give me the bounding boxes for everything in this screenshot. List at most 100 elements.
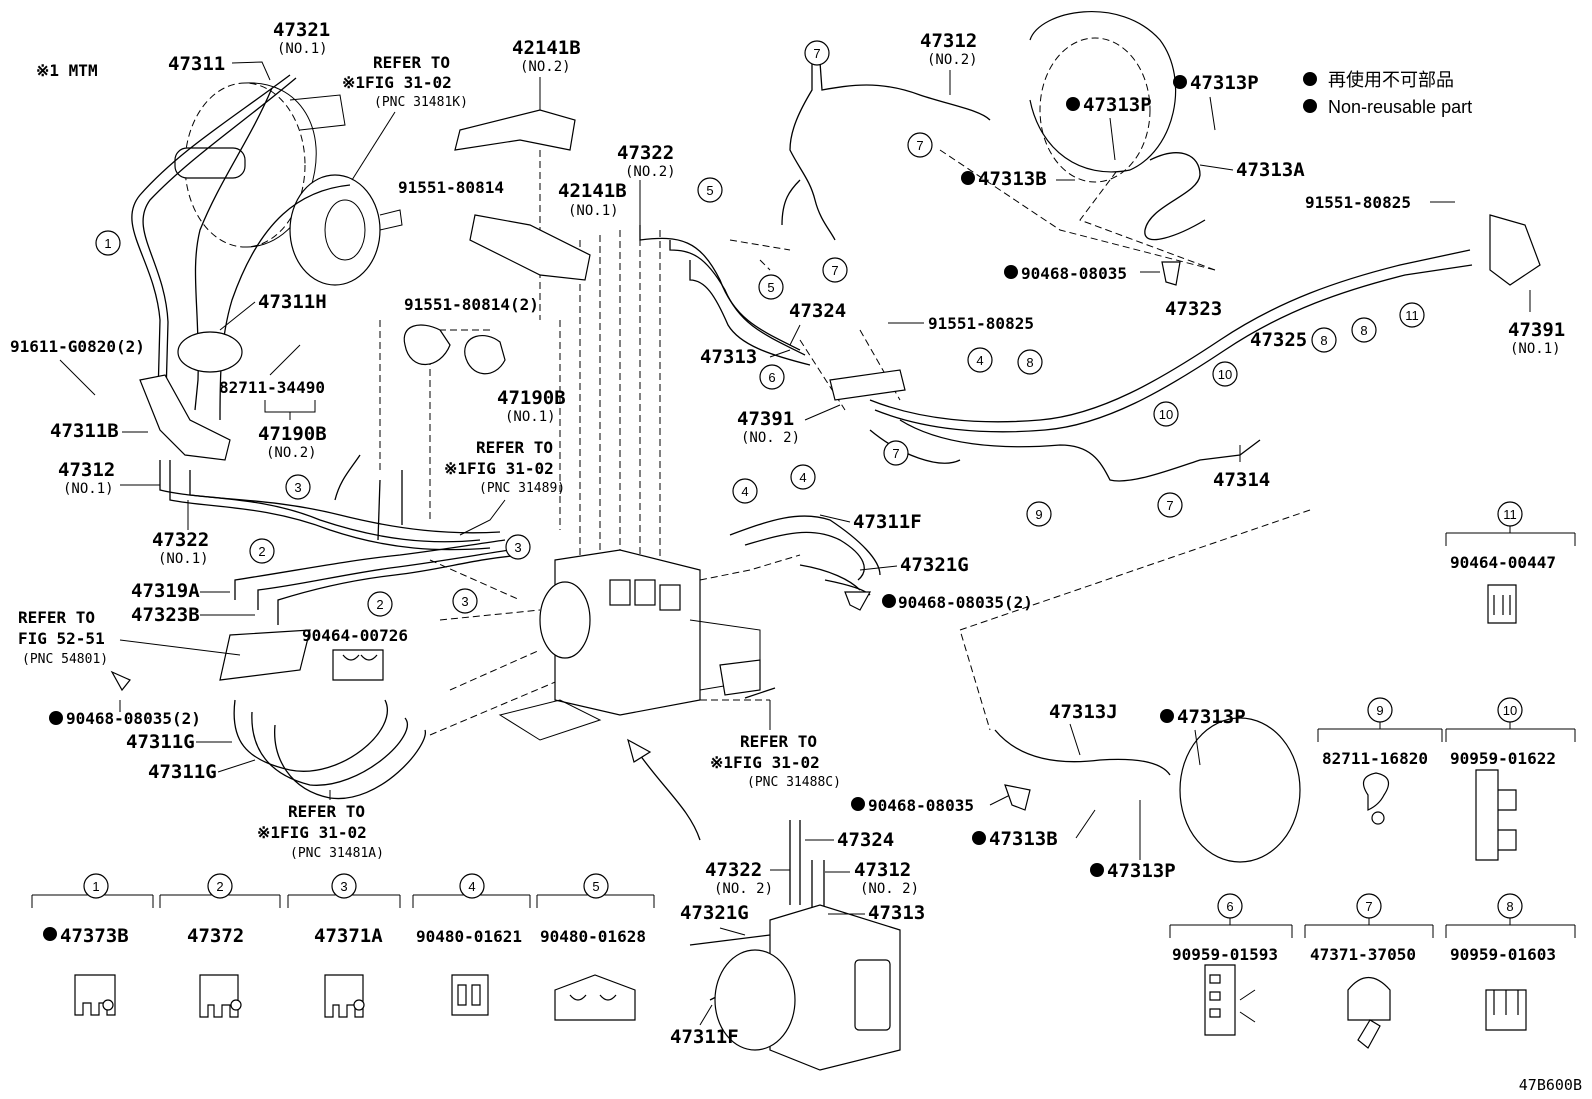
svg-text:2: 2	[376, 597, 383, 612]
svg-text:10: 10	[1159, 407, 1173, 422]
refer4-a: REFER TO	[288, 802, 365, 821]
svg-text:4: 4	[976, 353, 983, 368]
table-circle-10: 10	[1497, 697, 1523, 723]
svg-text:3: 3	[294, 480, 301, 495]
label-42141B-no2-sub: (NO.2)	[520, 59, 571, 75]
table-part-3: 47371A	[314, 925, 383, 947]
callout-10b: 10	[1212, 361, 1238, 387]
refer5-a: REFER TO	[740, 732, 817, 751]
detail-47312-sub: (NO. 2)	[860, 881, 919, 897]
nonreusable-legend-dot	[1303, 72, 1317, 86]
detail-47312: 47312	[854, 859, 911, 881]
brake-booster-drawing	[174, 82, 403, 286]
callout-7c: 7	[822, 257, 848, 283]
label-47312-no1: 47312	[58, 459, 115, 481]
svg-text:9: 9	[1035, 507, 1042, 522]
svg-text:3: 3	[340, 879, 347, 894]
svg-text:11: 11	[1405, 308, 1419, 323]
label-47314: 47314	[1213, 469, 1270, 491]
clamp-icon-8	[1485, 989, 1527, 1031]
refer5-c: (PNC 31488C)	[747, 775, 841, 790]
label-47313J: 47313J	[1049, 701, 1118, 723]
label-47311H: 47311H	[258, 291, 327, 313]
refer2-c: (PNC 31489)	[479, 481, 565, 496]
table-circle-1: 1	[83, 873, 109, 899]
refer5-b: ※1FIG 31-02	[710, 753, 820, 772]
label-82711-34490: 82711-34490	[219, 378, 325, 397]
refer3-b: FIG 52-51	[18, 629, 105, 648]
callout-5b: 5	[758, 274, 784, 300]
label-47321G: 47321G	[900, 554, 969, 576]
label-47190B-no1-sub: (NO.1)	[505, 409, 556, 425]
table-part-2: 47372	[187, 925, 244, 947]
callout-8a: 8	[1017, 349, 1043, 375]
callout-3a: 3	[285, 474, 311, 500]
refer3-a: REFER TO	[18, 608, 95, 627]
label-47313A: 47313A	[1236, 159, 1305, 181]
clamp-icon-10	[1475, 769, 1517, 861]
svg-text:7: 7	[1365, 899, 1372, 914]
refer1-c: (PNC 31481K)	[374, 95, 468, 110]
label-90468-c: 90468-08035	[1021, 264, 1127, 283]
table-part-1: 47373B	[60, 925, 129, 947]
clamp-table-labels: 47373B 47372 47371A 90480-01621 90480-01…	[43, 553, 1556, 964]
label-91551-80825-b: 91551-80825	[1305, 193, 1411, 212]
abs-detail-drawing	[714, 904, 901, 1071]
label-42141B-no1: 42141B	[558, 180, 627, 202]
part-labels: 47321 (NO.1) 47311 REFER TO ※1FIG 31-02 …	[10, 19, 1565, 1048]
svg-text:8: 8	[1026, 355, 1033, 370]
label-90464-00726: 90464-00726	[302, 626, 408, 645]
detail-47311F: 47311F	[670, 1026, 739, 1048]
refer2-b: ※1FIG 31-02	[444, 459, 554, 478]
clamp-icon-1	[74, 974, 116, 1016]
svg-text:7: 7	[813, 46, 820, 61]
clamp-icon-6	[1204, 964, 1256, 1036]
table-circle-6: 6	[1217, 893, 1243, 919]
label-47190B-no2-sub: (NO.2)	[266, 445, 317, 461]
label-90468-b: 90468-08035(2)	[898, 593, 1033, 612]
svg-text:7: 7	[831, 263, 838, 278]
callout-4c: 4	[790, 464, 816, 490]
label-47324: 47324	[789, 300, 846, 322]
callout-4b: 4	[732, 478, 758, 504]
svg-text:8: 8	[1360, 323, 1367, 338]
label-90468-d: 90468-08035	[868, 796, 974, 815]
callout-9: 9	[1026, 501, 1052, 527]
refer2-a: REFER TO	[476, 438, 553, 457]
svg-text:7: 7	[916, 138, 923, 153]
refer1-b: ※1FIG 31-02	[342, 73, 452, 92]
callout-7b: 7	[907, 132, 933, 158]
table-circle-5: 5	[583, 873, 609, 899]
clamp-icon-11	[1487, 584, 1517, 624]
label-47319A: 47319A	[131, 580, 200, 602]
callout-10a: 10	[1153, 401, 1179, 427]
label-47190B-no1: 47190B	[497, 387, 566, 409]
label-47321-sub: (NO.1)	[277, 41, 328, 57]
detail-arrow	[639, 754, 701, 841]
label-91611: 91611-G0820(2)	[10, 337, 145, 356]
label-47321: 47321	[273, 19, 330, 41]
refer3-c: (PNC 54801)	[22, 652, 108, 667]
callout-8c: 8	[1351, 317, 1377, 343]
svg-text:4: 4	[468, 879, 475, 894]
label-47313P-d: 47313P	[1107, 860, 1176, 882]
label-47322-no1: 47322	[152, 529, 209, 551]
callout-5a: 5	[697, 177, 723, 203]
label-91551-80814-2: 91551-80814(2)	[404, 295, 539, 314]
label-47311: 47311	[168, 53, 225, 75]
legend-en: Non-reusable part	[1328, 97, 1472, 117]
table-circle-11: 11	[1497, 501, 1523, 527]
wheel-drums	[1029, 11, 1301, 863]
table-circle-2: 2	[207, 873, 233, 899]
label-47391-no2-sub: (NO. 2)	[741, 430, 800, 446]
label-47313B-2: 47313B	[989, 828, 1058, 850]
table-circle-3: 3	[331, 873, 357, 899]
clamp-icon-2	[199, 974, 242, 1018]
svg-text:3: 3	[514, 540, 521, 555]
svg-text:8: 8	[1506, 899, 1513, 914]
label-47313B: 47313B	[978, 168, 1047, 190]
label-47391-no1: 47391	[1508, 319, 1565, 341]
callout-3c: 3	[452, 588, 478, 614]
label-47312-no1-sub: (NO.1)	[63, 481, 114, 497]
detail-47324: 47324	[837, 829, 894, 851]
